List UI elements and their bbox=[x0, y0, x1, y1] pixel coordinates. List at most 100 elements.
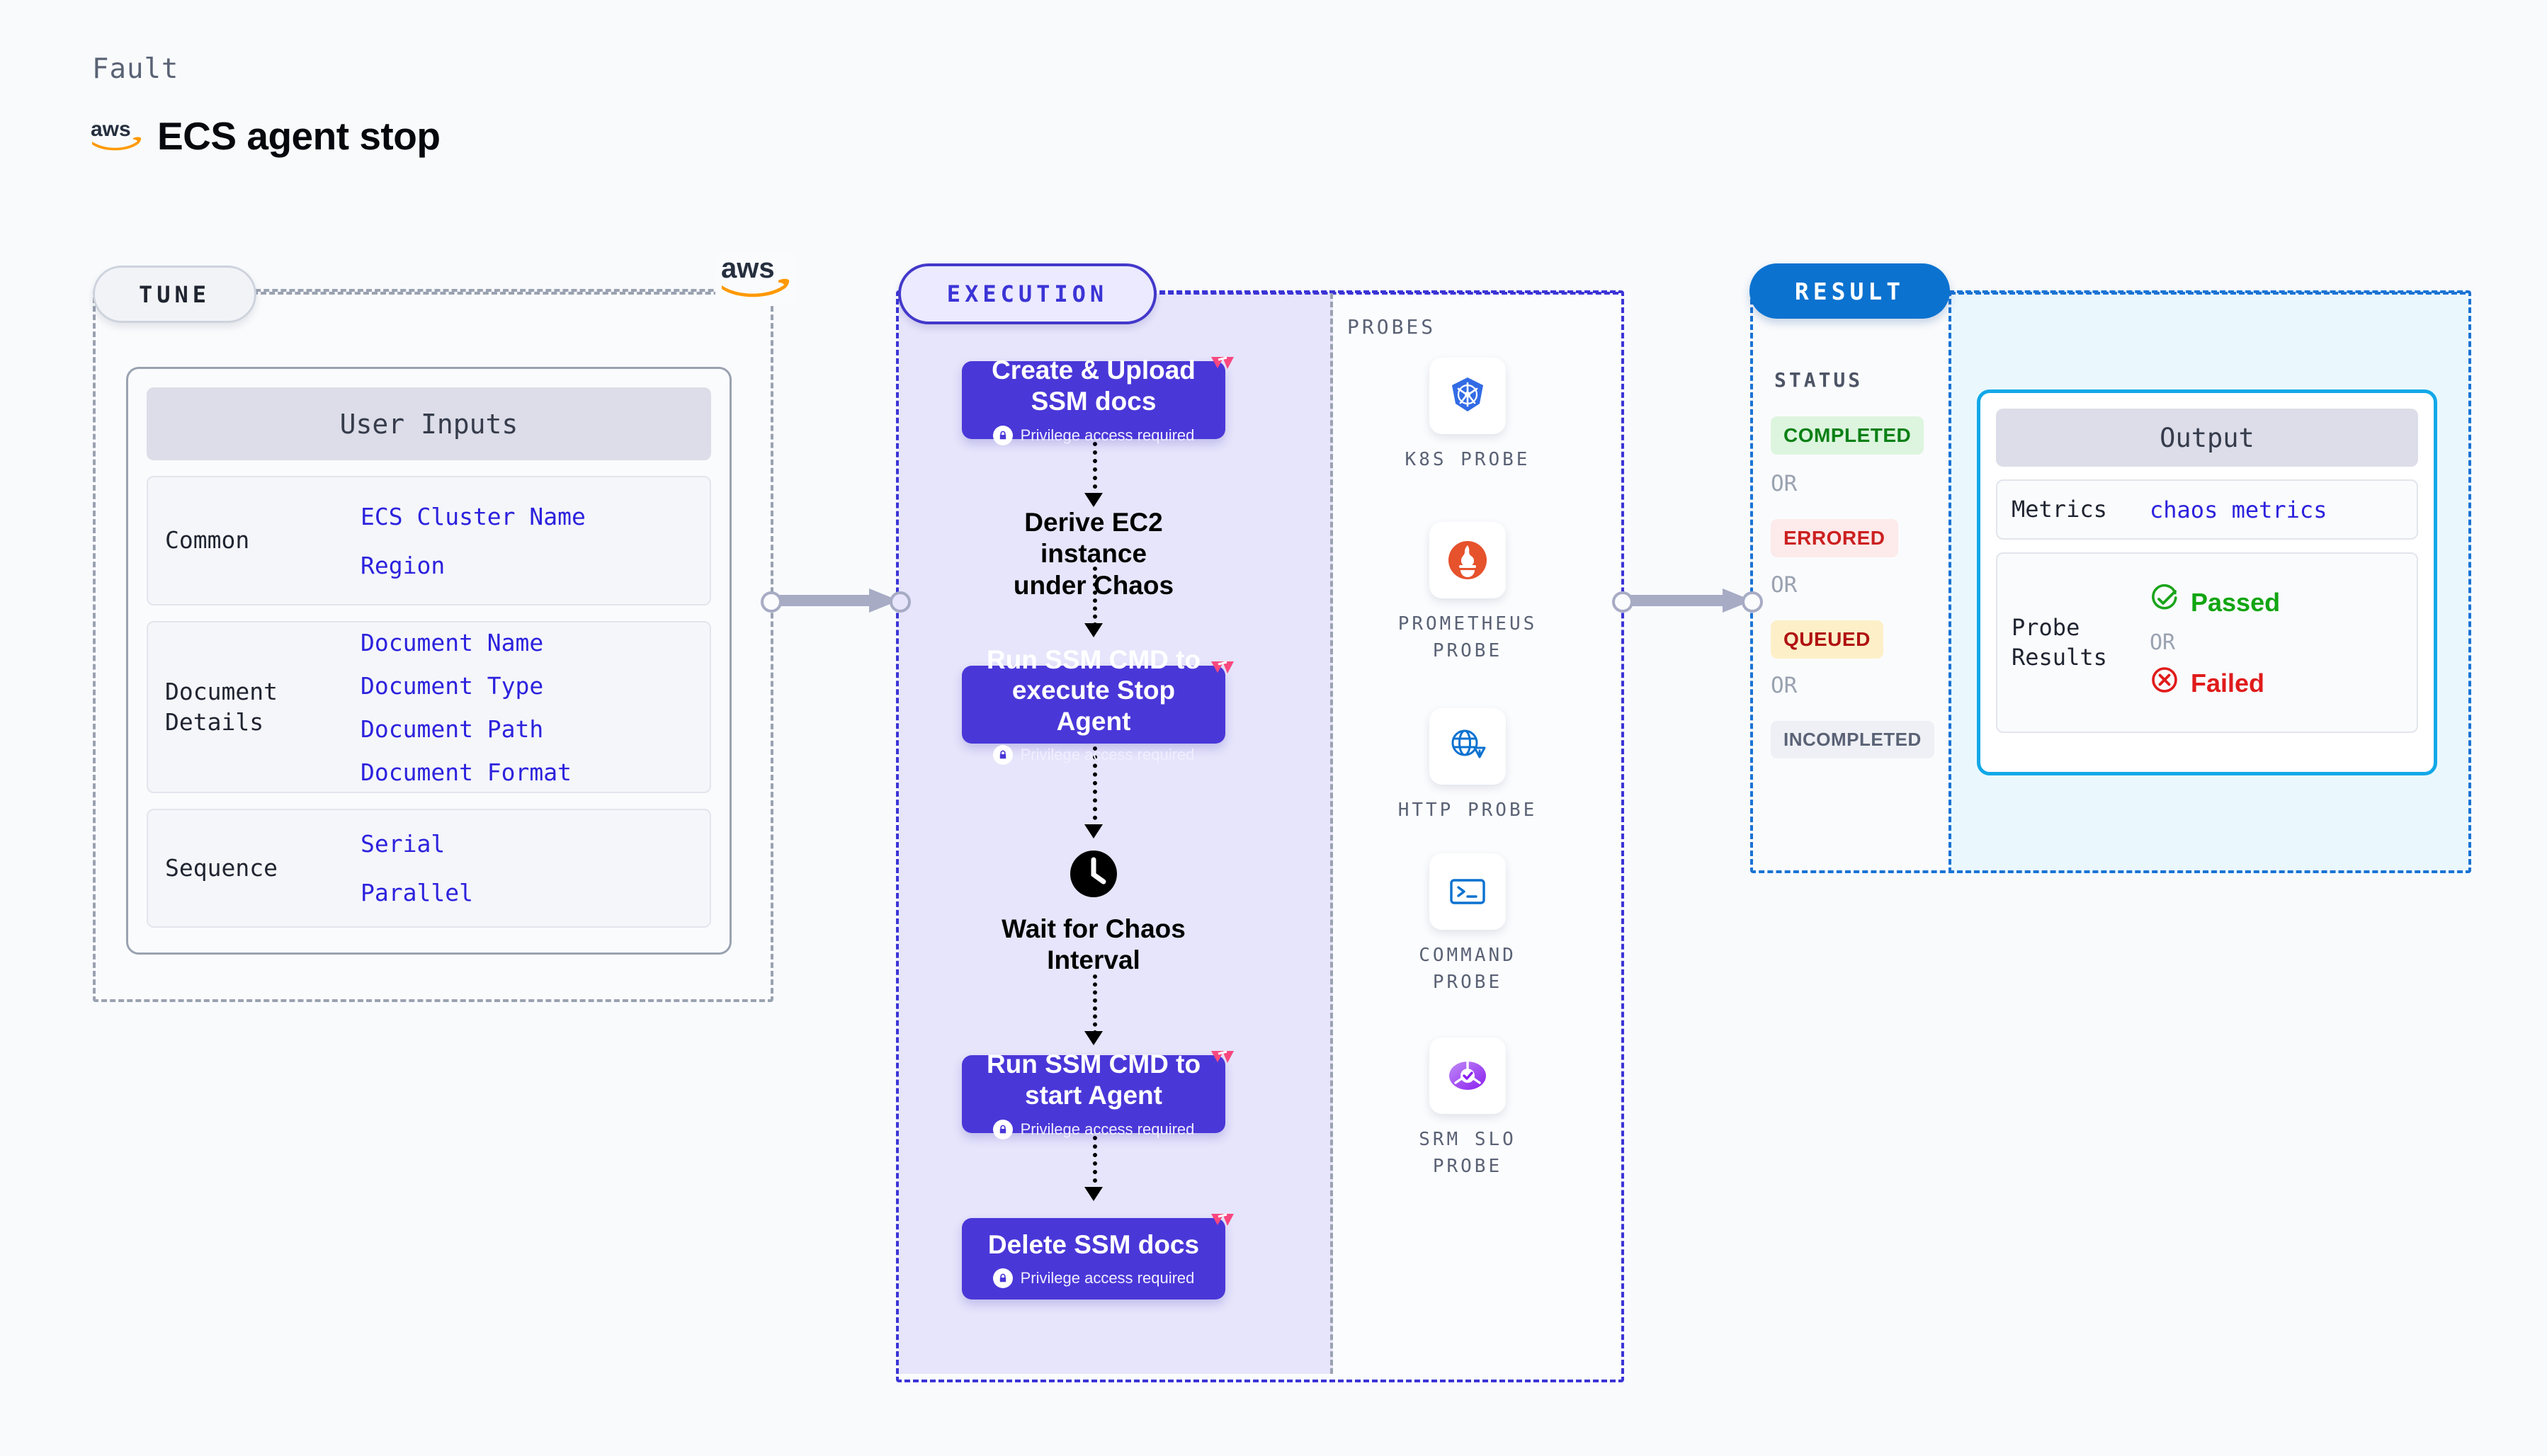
privilege-note-label: Privilege access required bbox=[1020, 426, 1195, 444]
tune-value[interactable]: Serial bbox=[361, 830, 446, 858]
lock-icon bbox=[992, 1268, 1013, 1289]
svg-text:aws: aws bbox=[721, 254, 775, 284]
execution-step-run-stop-agent[interactable]: Run SSM CMD to execute Stop Agent Privil… bbox=[962, 645, 1234, 766]
tune-group-label: Document Details bbox=[165, 678, 278, 736]
tune-value[interactable]: Parallel bbox=[361, 879, 473, 906]
tune-group-values: Document Name Document Type Document Pat… bbox=[361, 629, 572, 786]
probe-prometheus[interactable]: PROMETHEUS PROBE bbox=[1397, 522, 1538, 664]
execution-step-create-upload[interactable]: Create & Upload SSM docs Privilege acces… bbox=[962, 356, 1234, 445]
tune-group-common: Common ECS Cluster Name Region bbox=[147, 476, 711, 605]
tune-group-label: Common bbox=[165, 526, 250, 554]
status-badge-queued: QUEUED bbox=[1771, 620, 1883, 659]
execution-connector-line bbox=[1151, 292, 1618, 295]
output-row-label: Metrics bbox=[2012, 495, 2107, 523]
result-pill[interactable]: RESULT bbox=[1749, 263, 1950, 319]
probe-label: SRM SLO PROBE bbox=[1419, 1129, 1516, 1177]
kubernetes-icon bbox=[1429, 358, 1506, 434]
user-inputs-card: User Inputs Common ECS Cluster Name Regi… bbox=[126, 367, 732, 955]
probes-separator bbox=[1330, 293, 1333, 1374]
probe-http[interactable]: HTTP PROBE bbox=[1397, 708, 1538, 824]
x-circle-icon bbox=[2150, 665, 2179, 701]
flow-connector bbox=[1093, 442, 1097, 497]
flow-arrowhead bbox=[1084, 1031, 1103, 1045]
flow-connector bbox=[1093, 974, 1097, 1035]
output-row-metrics: Metrics chaos metrics bbox=[1996, 479, 2418, 540]
tune-group-document-details: Document Details Document Name Document … bbox=[147, 621, 711, 793]
output-metrics-value[interactable]: chaos metrics bbox=[2150, 496, 2327, 523]
status-or-1: OR bbox=[1771, 471, 1798, 496]
output-row-probe-results: Probe Results Passed OR bbox=[1996, 552, 2418, 733]
flow-connector bbox=[1093, 1136, 1097, 1191]
flow-arrowhead bbox=[1084, 1187, 1103, 1201]
tune-pill[interactable]: TUNE bbox=[93, 266, 256, 323]
tune-value[interactable]: Document Type bbox=[361, 671, 544, 700]
terminal-icon bbox=[1429, 853, 1506, 930]
result-connector-line bbox=[1950, 292, 2466, 295]
arrow-nub-left bbox=[1612, 591, 1633, 613]
tune-group-values: ECS Cluster Name Region bbox=[361, 503, 586, 579]
harness-pink-marker-icon bbox=[1208, 350, 1237, 381]
probe-result-values: Passed OR Failed bbox=[2150, 584, 2280, 701]
tune-value[interactable]: ECS Cluster Name bbox=[361, 502, 586, 530]
privilege-note-label: Privilege access required bbox=[1020, 746, 1195, 764]
tune-value[interactable]: Document Name bbox=[361, 628, 544, 656]
aws-logo-icon-tune: aws bbox=[715, 253, 795, 303]
execution-step-label: Create & Upload SSM docs bbox=[992, 356, 1196, 416]
lock-icon bbox=[992, 1119, 1013, 1139]
srm-slo-icon bbox=[1429, 1037, 1506, 1114]
aws-logo-icon: aws bbox=[91, 118, 142, 154]
probe-command[interactable]: COMMAND PROBE bbox=[1397, 853, 1538, 996]
execution-step-derive-ec2: Derive EC2 instance under Chaos bbox=[1013, 508, 1174, 600]
probe-label: HTTP PROBE bbox=[1397, 800, 1538, 821]
flow-connector bbox=[1093, 567, 1097, 627]
result-panel bbox=[1750, 290, 1954, 873]
execution-step-run-start-agent[interactable]: Run SSM CMD to start Agent Privilege acc… bbox=[962, 1050, 1234, 1139]
status-badge-completed: COMPLETED bbox=[1771, 416, 1924, 455]
status-title: STATUS bbox=[1774, 368, 1864, 392]
tune-value[interactable]: Document Path bbox=[361, 715, 544, 743]
privilege-note: Privilege access required bbox=[992, 745, 1195, 766]
arrow-execution-to-result bbox=[1619, 588, 1754, 613]
arrow-nub-right bbox=[1742, 591, 1763, 613]
flow-arrowhead bbox=[1084, 824, 1103, 838]
fault-label: Fault bbox=[92, 53, 179, 85]
arrow-nub-left bbox=[761, 591, 782, 613]
status-badge-incompleted: INCOMPLETED bbox=[1771, 721, 1934, 758]
probe-label: K8S PROBE bbox=[1405, 449, 1531, 470]
probe-srm-slo[interactable]: SRM SLO PROBE bbox=[1397, 1037, 1538, 1180]
tune-connector-line bbox=[252, 292, 762, 295]
privilege-note-label: Privilege access required bbox=[1020, 1269, 1195, 1287]
privilege-note: Privilege access required bbox=[992, 1268, 1195, 1289]
user-inputs-title: User Inputs bbox=[147, 387, 711, 460]
status-or-3: OR bbox=[1771, 673, 1798, 698]
probe-result-passed: Passed bbox=[2150, 584, 2280, 620]
tune-group-label: Sequence bbox=[165, 853, 278, 882]
check-circle-icon bbox=[2150, 584, 2179, 620]
status-or-2: OR bbox=[1771, 572, 1798, 598]
probe-passed-label: Passed bbox=[2191, 587, 2281, 617]
execution-step-wait-chaos: Wait for Chaos Interval bbox=[1002, 914, 1186, 975]
page-title: ECS agent stop bbox=[157, 114, 441, 158]
execution-step-delete-ssm[interactable]: Delete SSM docs Privilege access require… bbox=[962, 1213, 1234, 1299]
privilege-note: Privilege access required bbox=[992, 1119, 1194, 1139]
execution-step-label: Run SSM CMD to execute Stop Agent bbox=[986, 644, 1201, 736]
output-row-label: Probe Results bbox=[2012, 613, 2107, 671]
svg-text:aws: aws bbox=[91, 118, 131, 141]
probe-label: COMMAND PROBE bbox=[1419, 945, 1516, 993]
tune-group-values: Serial Parallel bbox=[361, 830, 473, 906]
probes-title: PROBES bbox=[1347, 315, 1436, 339]
tune-value[interactable]: Region bbox=[361, 551, 446, 579]
probe-k8s[interactable]: K8S PROBE bbox=[1397, 358, 1538, 474]
output-card: Output Metrics chaos metrics Probe Resul… bbox=[1977, 389, 2437, 775]
output-title: Output bbox=[1996, 409, 2418, 467]
tune-value[interactable]: Document Format bbox=[361, 758, 572, 786]
harness-pink-marker-icon bbox=[1208, 1044, 1237, 1075]
probe-label: PROMETHEUS PROBE bbox=[1397, 613, 1538, 661]
probe-result-failed: Failed bbox=[2150, 665, 2280, 701]
status-badge-errored: ERRORED bbox=[1771, 519, 1898, 557]
execution-pill[interactable]: EXECUTION bbox=[898, 263, 1157, 324]
execution-step-label: Delete SSM docs bbox=[987, 1229, 1200, 1259]
execution-fill bbox=[899, 293, 1333, 1374]
prometheus-icon bbox=[1429, 522, 1506, 598]
clock-icon bbox=[1068, 848, 1119, 902]
